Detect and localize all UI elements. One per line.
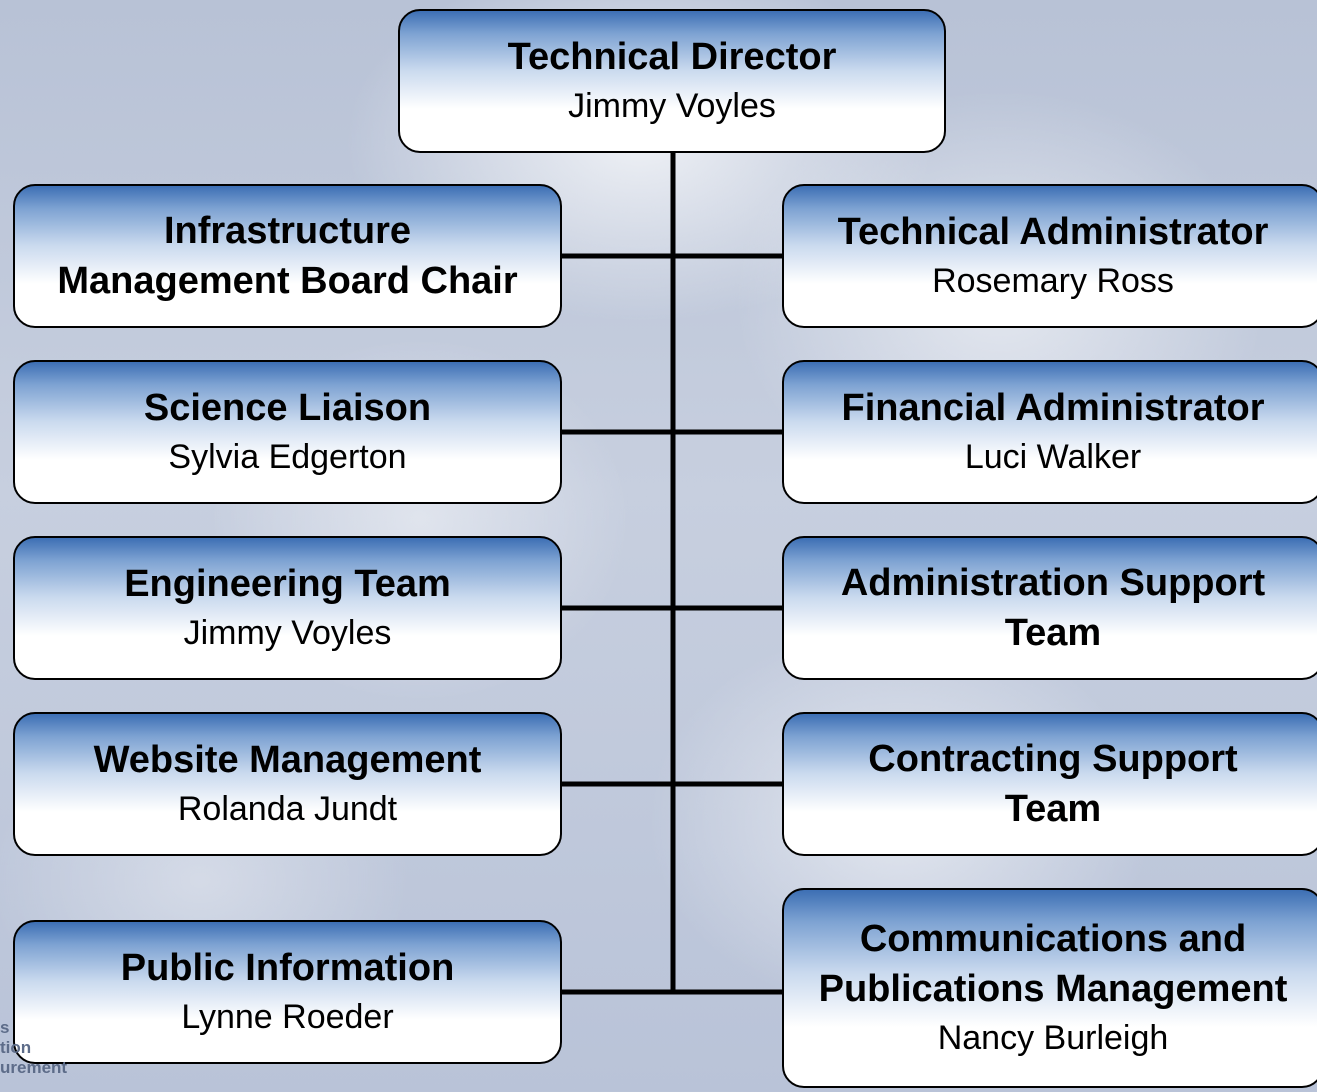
communications-publications-box: Communications and Publications Manageme… — [782, 888, 1317, 1088]
box-title: Administration Support Team — [840, 562, 1266, 654]
box-title: Technical Director — [507, 36, 837, 78]
box-person: Rosemary Ross — [932, 262, 1174, 300]
financial-administrator-box: Financial Administrator Luci Walker — [782, 360, 1317, 504]
public-information-box: Public Information Lynne Roeder — [13, 920, 562, 1064]
logo-text-fragment: s tion urement — [0, 1018, 120, 1092]
technical-administrator-box: Technical Administrator Rosemary Ross — [782, 184, 1317, 328]
box-person: Luci Walker — [964, 438, 1142, 476]
logo-line-3: urement — [0, 1058, 68, 1077]
box-title: Science Liaison — [143, 387, 432, 429]
science-liaison-box: Science Liaison Sylvia Edgerton — [13, 360, 562, 504]
box-title: Communications and Publications Manageme… — [818, 918, 1288, 1010]
box-title: Public Information — [120, 947, 455, 989]
box-person: Rolanda Jundt — [177, 790, 398, 828]
logo-line-2: tion — [0, 1038, 32, 1057]
box-title: Infrastructure Management Board Chair — [57, 210, 518, 302]
box-title: Technical Administrator — [837, 211, 1269, 253]
website-management-box: Website Management Rolanda Jundt — [13, 712, 562, 856]
box-title: Contracting Support Team — [868, 738, 1238, 830]
technical-director-box: Technical Director Jimmy Voyles — [398, 9, 946, 153]
administration-support-team-box: Administration Support Team — [782, 536, 1317, 680]
box-person: Lynne Roeder — [181, 998, 394, 1036]
box-person: Jimmy Voyles — [183, 614, 392, 652]
box-person: Sylvia Edgerton — [168, 438, 407, 476]
logo-line-1: s — [0, 1018, 10, 1037]
box-title: Engineering Team — [124, 563, 451, 605]
box-title: Financial Administrator — [841, 387, 1265, 429]
infrastructure-board-chair-box: Infrastructure Management Board Chair — [13, 184, 562, 328]
box-person: Jimmy Voyles — [568, 87, 776, 125]
engineering-team-box: Engineering Team Jimmy Voyles — [13, 536, 562, 680]
box-person: Nancy Burleigh — [937, 1019, 1169, 1057]
box-title: Website Management — [93, 739, 482, 781]
contracting-support-team-box: Contracting Support Team — [782, 712, 1317, 856]
